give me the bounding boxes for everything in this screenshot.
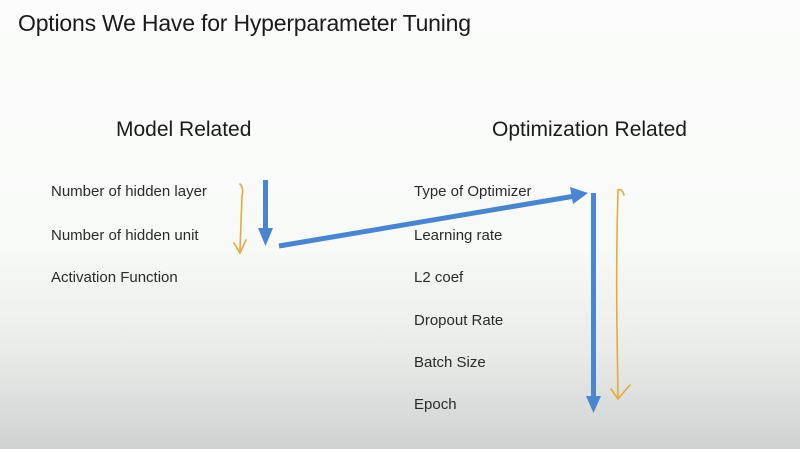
slide-title: Options We Have for Hyperparameter Tunin… (18, 10, 471, 36)
pen-arrow-long-icon (610, 188, 631, 401)
arrow-down-long-icon (586, 193, 601, 413)
optimization-related-heading: Optimization Related (492, 118, 687, 141)
pen-arrow-down-icon (233, 183, 247, 255)
arrow-diagonal-icon (278, 187, 588, 249)
arrow-down-icon (258, 180, 273, 246)
list-item: Number of hidden unit (51, 227, 199, 244)
model-related-heading: Model Related (116, 118, 252, 141)
list-item: L2 coef (414, 269, 464, 286)
list-item: Learning rate (414, 227, 503, 244)
list-item: Activation Function (51, 269, 178, 286)
list-item: Batch Size (414, 354, 486, 371)
list-item: Epoch (414, 396, 457, 413)
list-item: Type of Optimizer (414, 183, 532, 200)
list-item: Dropout Rate (414, 312, 504, 329)
list-item: Number of hidden layer (51, 183, 207, 200)
